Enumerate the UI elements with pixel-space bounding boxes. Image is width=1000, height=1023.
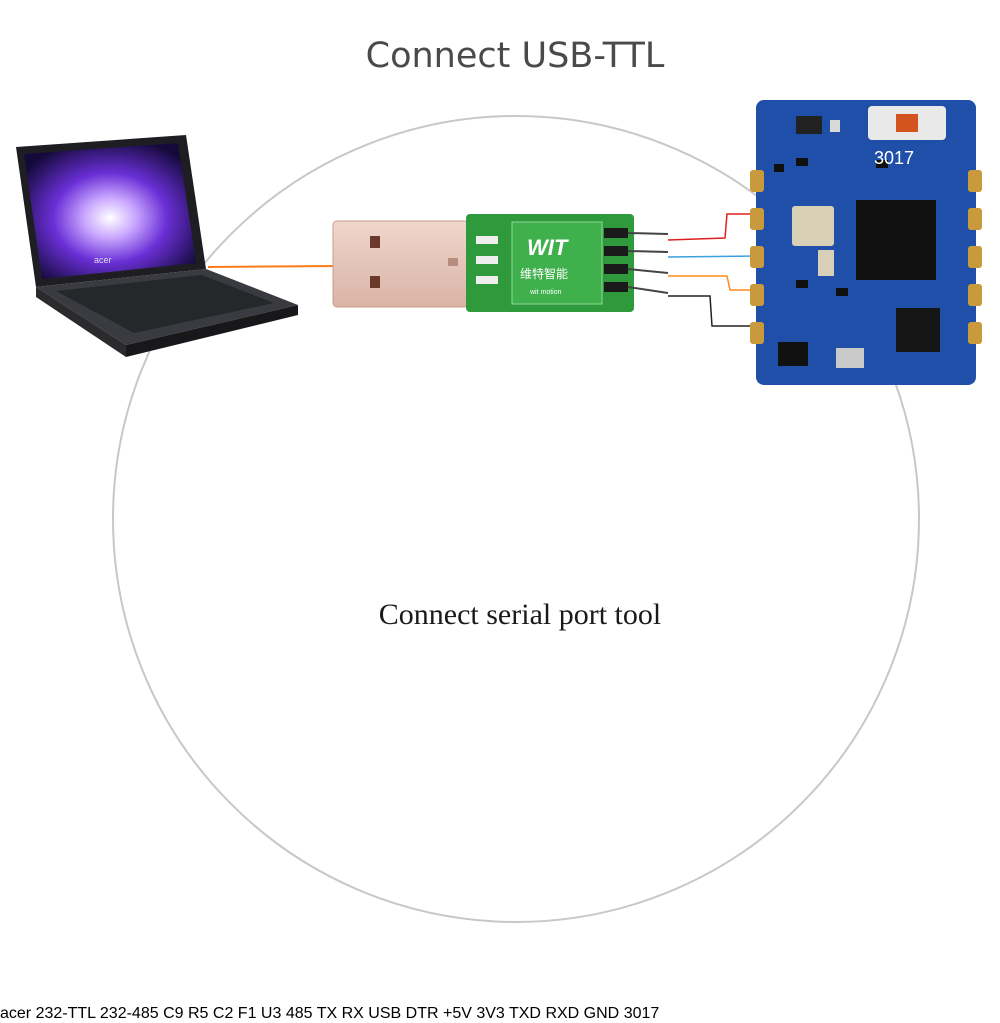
sensor-chip-marking: 3017 [874, 148, 914, 168]
usb-cable-top [207, 265, 339, 268]
laptop-logo: acer [94, 255, 112, 265]
serial-led-tx: TX [316, 1005, 338, 1022]
usb-ttl-module: WIT 维特智能 wit motion [332, 214, 669, 312]
serial-pin-rxd: RXD [545, 1005, 580, 1022]
serial-comp-c2: C2 [212, 1005, 234, 1022]
serial-led-rx: RX [341, 1005, 364, 1022]
serial-mode-label-2: 232-485 [99, 1005, 159, 1022]
serial-pin-5v: +5V [442, 1005, 472, 1022]
usb-ttl-brand: WIT [527, 235, 569, 260]
connection-diagram: acer WIT 维特智能 wit motion [0, 36, 982, 1022]
wires-top [667, 213, 761, 327]
serial-comp-r5: R5 [187, 1005, 209, 1022]
title-serial-port-tool: Connect serial port tool [378, 598, 662, 631]
serial-comp-485: 485 [285, 1005, 313, 1022]
laptop-bottom: acer [0, 1005, 36, 1022]
title-usb-ttl: Connect USB-TTL [365, 36, 665, 76]
usb-ttl-brand-cn: 维特智能 [520, 266, 568, 281]
diagram-canvas: acer WIT 维特智能 wit motion [16, 100, 982, 923]
serial-led-usb: USB [368, 1005, 402, 1022]
serial-pin-dtr: DTR [405, 1005, 439, 1022]
serial-pin-3v3: 3V3 [476, 1005, 505, 1022]
sensor-chip-marking-bottom: 3017 [623, 1005, 660, 1022]
usb-ttl-brand-en: wit motion [529, 289, 562, 296]
serial-tool-module: 232-TTL 232-485 C9 R5 C2 F1 U3 485 TX RX… [36, 1005, 624, 1022]
serial-pin-gnd: GND [583, 1005, 620, 1022]
sensor-module-top: 3017 [750, 100, 982, 385]
serial-mode-label: 232-TTL [35, 1005, 96, 1022]
serial-comp-c9: C9 [163, 1005, 184, 1022]
laptop-top: acer [16, 135, 298, 357]
sensor-module-bottom: 3017 [624, 1005, 660, 1022]
laptop-logo-bottom: acer [0, 1005, 32, 1022]
serial-pin-txd: TXD [508, 1005, 541, 1022]
serial-comp-f1: F1 [237, 1005, 257, 1022]
connection-circle [112, 115, 920, 923]
serial-comp-u3: U3 [260, 1005, 282, 1022]
usb-cable-bottom: 232-TTL 232-485 C9 R5 C2 F1 U3 485 TX RX… [36, 36, 665, 1022]
